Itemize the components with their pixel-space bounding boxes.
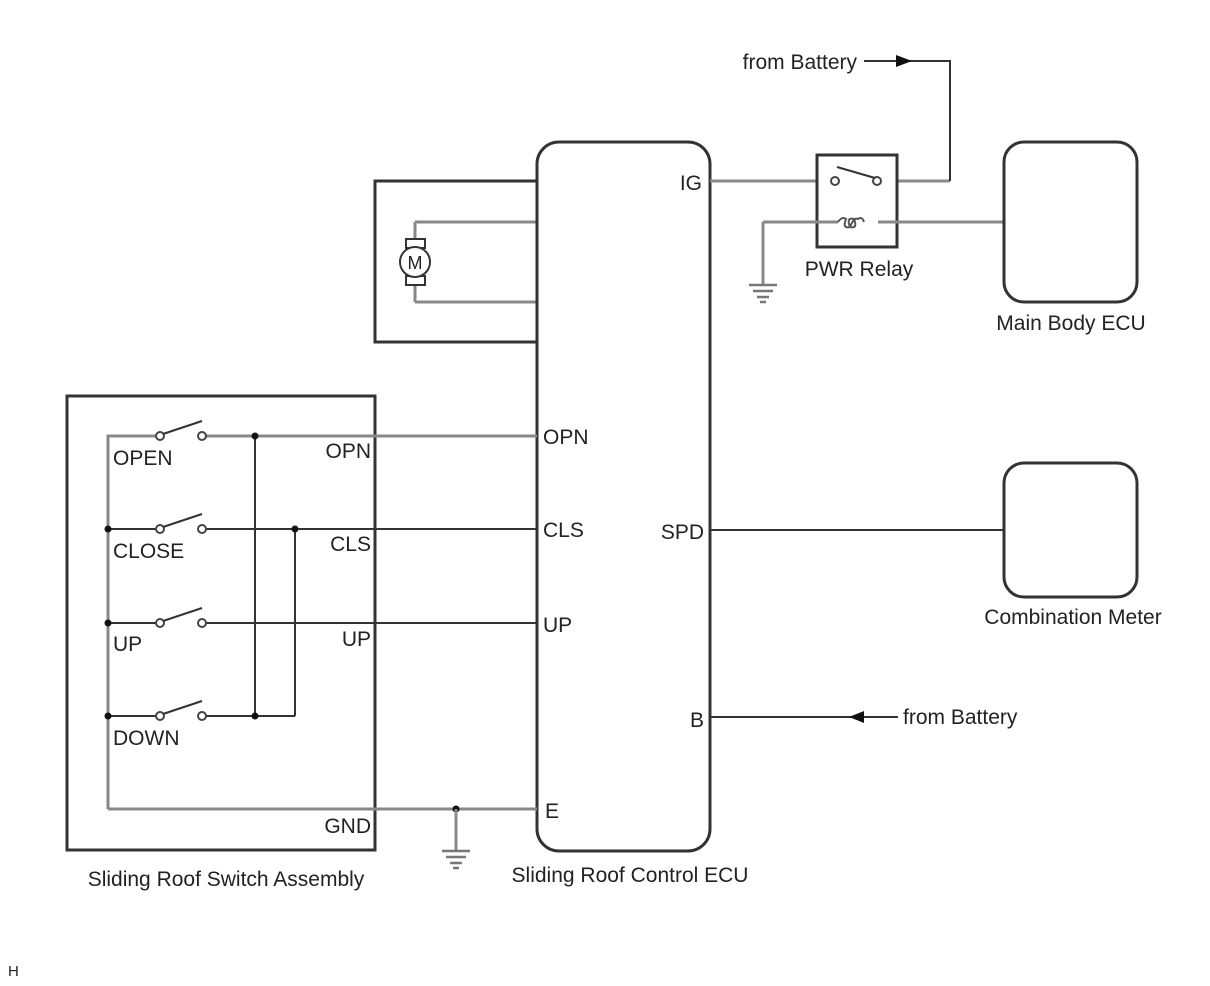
relay-coil-icon bbox=[763, 217, 1003, 229]
switch-pin-opn: OPN bbox=[325, 440, 371, 463]
sliding-roof-control-ecu bbox=[535, 140, 712, 853]
battery-top-label: from Battery bbox=[743, 51, 858, 74]
ecu-pin-spd: SPD bbox=[661, 521, 704, 544]
battery-top-wire bbox=[864, 60, 951, 181]
junction-dot bbox=[104, 525, 112, 533]
motor-symbol: M bbox=[408, 253, 423, 273]
motor-icon: M bbox=[399, 220, 537, 304]
up-switch-icon bbox=[155, 607, 207, 628]
switch-assembly-label: Sliding Roof Switch Assembly bbox=[88, 868, 365, 891]
switch-pin-up: UP bbox=[342, 628, 371, 651]
ecu-pin-cls: CLS bbox=[543, 519, 584, 542]
battery-b-label: from Battery bbox=[903, 706, 1018, 729]
junction-dot bbox=[251, 432, 259, 440]
junction-dot bbox=[104, 712, 112, 720]
corner-mark: H bbox=[8, 963, 19, 980]
junction-dot bbox=[251, 712, 259, 720]
pwr-relay-box bbox=[815, 153, 899, 249]
combination-meter-label: Combination Meter bbox=[984, 606, 1161, 629]
main-body-ecu bbox=[1002, 140, 1139, 304]
close-switch-icon bbox=[155, 513, 207, 534]
relay-ground-icon bbox=[749, 283, 777, 304]
junction-dot bbox=[291, 525, 299, 533]
control-ecu-label: Sliding Roof Control ECU bbox=[512, 864, 749, 887]
open-switch-icon bbox=[155, 420, 207, 441]
switch-label-down: DOWN bbox=[113, 727, 180, 750]
switch-common-bus bbox=[106, 434, 160, 809]
junction-dot bbox=[104, 619, 112, 627]
switch-pin-cls: CLS bbox=[330, 533, 371, 556]
battery-b-arrow-icon bbox=[849, 711, 864, 723]
ecu-pin-up: UP bbox=[543, 614, 572, 637]
main-body-ecu-label: Main Body ECU bbox=[996, 312, 1145, 335]
ecu-pin-ig: IG bbox=[680, 172, 702, 195]
switch-label-up: UP bbox=[113, 633, 142, 656]
ecu-pin-e: E bbox=[545, 800, 559, 823]
relay-switch-icon bbox=[830, 166, 882, 186]
down-switch-icon bbox=[155, 700, 207, 721]
ecu-ground-icon bbox=[442, 849, 470, 870]
ecu-pin-opn: OPN bbox=[543, 426, 589, 449]
switch-label-open: OPEN bbox=[113, 447, 173, 470]
switch-pin-gnd: GND bbox=[324, 815, 371, 838]
battery-top-arrow-icon bbox=[896, 55, 912, 67]
ecu-pin-b: B bbox=[690, 709, 704, 732]
combination-meter bbox=[1002, 461, 1139, 599]
pwr-relay-label: PWR Relay bbox=[805, 258, 914, 281]
switch-label-close: CLOSE bbox=[113, 540, 184, 563]
